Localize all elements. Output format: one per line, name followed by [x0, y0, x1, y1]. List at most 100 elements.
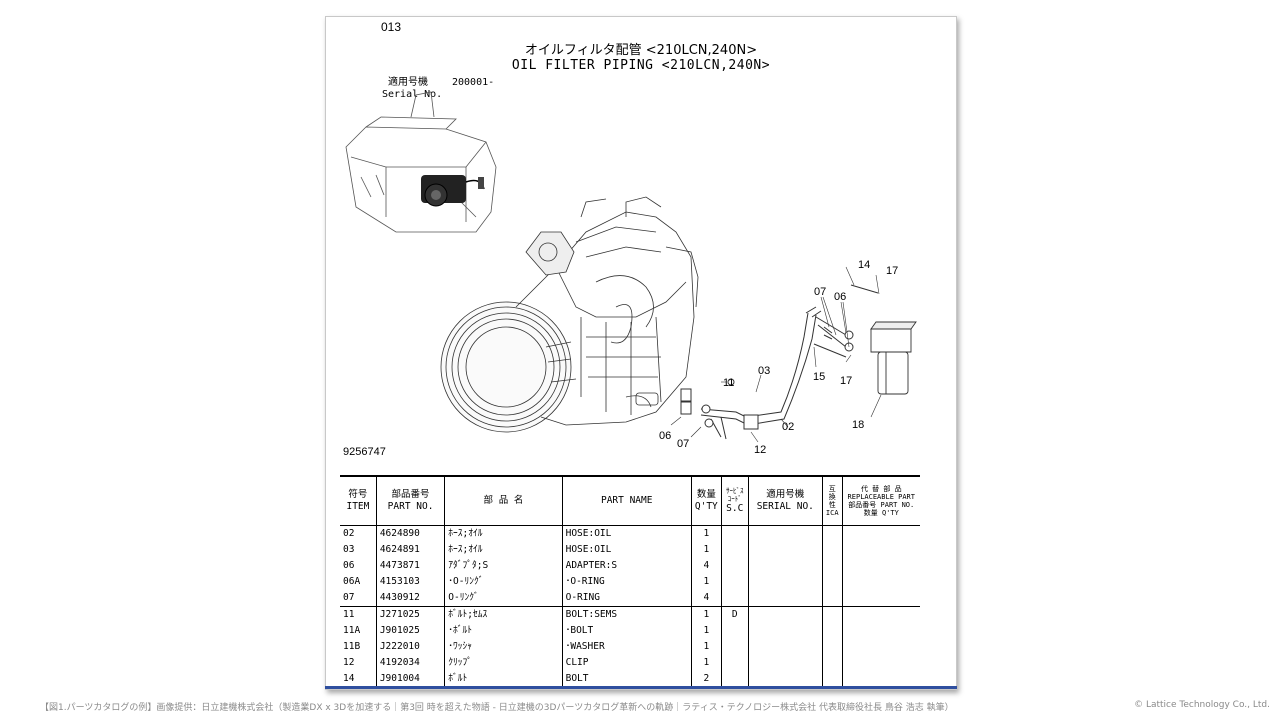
cell-sc — [720, 542, 749, 558]
callout-02: 02 — [782, 421, 794, 433]
cell-empty — [821, 542, 843, 558]
cell-name-jp: ﾎｰｽ;ｵｲﾙ — [444, 525, 563, 542]
cell-part-no: 4430912 — [375, 590, 445, 607]
cell-name-jp: ･ﾎﾞﾙﾄ — [444, 623, 563, 639]
cell-empty — [821, 639, 843, 655]
cell-empty — [841, 525, 920, 542]
cell-qty: 2 — [690, 671, 722, 687]
serial-label-en: Serial No. — [382, 89, 443, 100]
cell-empty — [841, 639, 920, 655]
cell-empty — [821, 590, 843, 607]
cell-sc — [720, 558, 749, 574]
cell-name-en: HOSE:OIL — [561, 542, 692, 558]
cell-qty: 4 — [690, 558, 722, 574]
cell-empty — [747, 639, 823, 655]
oil-hoses — [680, 284, 879, 440]
cell-qty: 4 — [690, 590, 722, 607]
cell-name-jp: ﾎﾞﾙﾄ;ｾﾑｽ — [444, 606, 563, 623]
cell-empty — [747, 590, 823, 607]
cell-part-no: J222010 — [375, 639, 445, 655]
cell-qty: 1 — [690, 606, 722, 623]
cell-empty — [747, 655, 823, 671]
callout-07-left: 07 — [677, 438, 689, 450]
cell-part-no: 4153103 — [375, 574, 445, 590]
cell-name-en: ADAPTER:S — [561, 558, 692, 574]
cell-empty — [841, 558, 920, 574]
cell-qty: 1 — [690, 574, 722, 590]
cell-empty — [747, 671, 823, 687]
cell-name-en: CLIP — [561, 655, 692, 671]
cell-sc — [720, 590, 749, 607]
cell-part-no: J901025 — [375, 623, 445, 639]
catalog-page: 013 オイルフィルタ配管 <210LCN,240N> OIL FILTER P… — [325, 16, 957, 690]
callout-03: 03 — [758, 365, 770, 377]
copyright: © Lattice Technology Co., Ltd. — [1134, 700, 1270, 710]
callout-17-bottom: 17 — [840, 375, 852, 387]
callout-06-right: 06 — [834, 291, 846, 303]
cell-name-jp: ｸﾘｯﾌﾟ — [444, 655, 563, 671]
exploded-drawing: 14 17 07 06 15 17 18 11 03 02 12 06 07 — [345, 91, 917, 456]
cell-empty — [841, 671, 920, 687]
excavator-thumbnail — [345, 91, 497, 233]
footer-caption: 【図1.パーツカタログの例】画像提供：日立建機株式会社（製造業DX x 3Dを加… — [40, 703, 954, 713]
cell-qty: 1 — [690, 639, 722, 655]
cell-part-no: 4624890 — [375, 525, 445, 542]
callout-17-top: 17 — [886, 265, 898, 277]
cell-sc: D — [720, 606, 749, 623]
cell-empty — [747, 525, 823, 542]
cell-item: 07 — [343, 592, 355, 603]
cell-name-en: ･O-RING — [561, 574, 692, 590]
cell-empty — [747, 542, 823, 558]
cell-item: 11 — [340, 606, 377, 623]
cell-empty — [841, 574, 920, 590]
cell-qty: 1 — [690, 655, 722, 671]
callout-12: 12 — [754, 444, 766, 456]
cell-part-no: J271025 — [375, 606, 445, 623]
cell-empty — [747, 574, 823, 590]
callout-11: 11 — [723, 377, 734, 389]
oil-filter — [870, 321, 917, 395]
page-bottom-rule — [325, 686, 957, 689]
cell-name-en: ･WASHER — [561, 639, 692, 655]
cell-empty — [747, 558, 823, 574]
cell-sc — [720, 623, 749, 639]
cell-name-en: BOLT:SEMS — [561, 606, 692, 623]
cell-qty: 1 — [690, 623, 722, 639]
cell-name-en: O-RING — [561, 590, 692, 607]
cell-sc — [720, 671, 749, 687]
cell-part-no: 4192034 — [375, 655, 445, 671]
cell-item: 14 — [343, 673, 355, 684]
callout-numbers: 14 17 07 06 15 17 18 11 03 02 12 06 07 — [659, 259, 898, 456]
callout-06-left: 06 — [659, 430, 671, 442]
cell-item: 06 — [343, 560, 355, 571]
callout-15: 15 — [813, 371, 825, 383]
cell-part-no: 4473871 — [375, 558, 445, 574]
cell-empty — [821, 671, 843, 687]
cell-empty — [821, 655, 843, 671]
cell-item: 02 — [343, 528, 355, 539]
cell-item: 06A — [343, 576, 361, 587]
cell-qty: 1 — [690, 525, 722, 542]
cell-name-en: ･BOLT — [561, 623, 692, 639]
cell-qty: 1 — [690, 542, 722, 558]
cell-item: 11B — [343, 641, 361, 652]
cell-sc — [720, 655, 749, 671]
cell-name-jp: ﾎﾞﾙﾄ — [444, 671, 563, 687]
drawing-number: 9256747 — [343, 446, 386, 458]
page-number: 013 — [381, 20, 402, 34]
serial-value: 200001- — [452, 77, 495, 88]
leader-lines — [670, 266, 882, 443]
